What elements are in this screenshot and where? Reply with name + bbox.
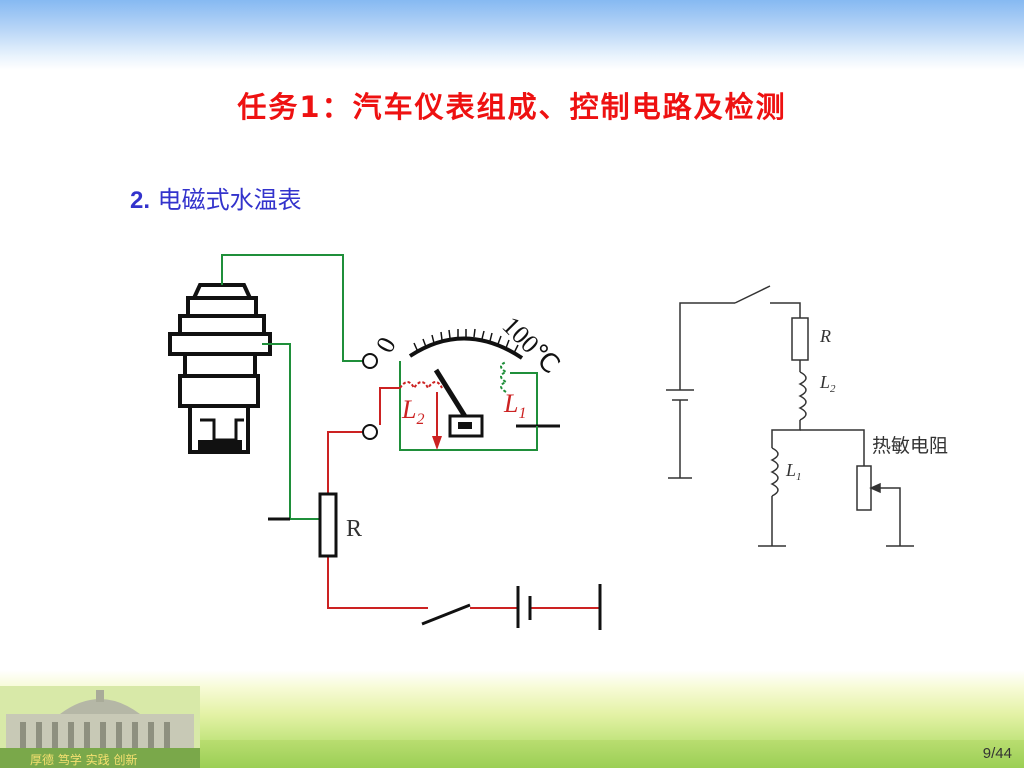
gauge-pointer (433, 368, 469, 420)
schematic-l2-label: L2 (819, 372, 836, 395)
red-wires (327, 387, 600, 609)
terminal-upper (362, 353, 378, 369)
schematic-r-label: R (819, 326, 831, 346)
ignition-switch (421, 603, 471, 626)
coil-l1 (500, 361, 509, 393)
schematic-resistor-r (791, 317, 809, 361)
school-logo-image: 厚德 笃学 实践 创新 (0, 686, 200, 768)
gauge-circuit-diagram: R 0 100℃ L2 L1 (168, 254, 602, 630)
logo-motto: 厚德 笃学 实践 创新 (30, 752, 137, 767)
slide-subtitle: 2. 电磁式水温表 (130, 180, 302, 215)
schematic-thermistor-label: 热敏电阻 (872, 435, 948, 457)
coil-l2 (399, 381, 443, 390)
schematic-thermistor (856, 465, 872, 511)
page-number: 9/44 (982, 745, 1012, 762)
coil-l1-label: L1 (503, 389, 526, 422)
resistor-label: R (346, 516, 362, 542)
schematic-l1-label: L1 (785, 460, 802, 483)
subtitle-number: 2. (130, 187, 151, 214)
terminal-lower (362, 424, 378, 440)
temperature-sensor (168, 283, 272, 454)
schematic-diagram: R L2 L1 热敏电阻 (666, 285, 948, 547)
coil-l2-label: L2 (401, 395, 424, 428)
gauge-dial (408, 328, 524, 360)
subtitle-text: 电磁式水温表 (157, 186, 302, 214)
resistor-r (318, 492, 338, 558)
slide-title: 任务1：汽车仪表组成、控制电路及检测 (237, 90, 787, 124)
scale-min-label: 0 (370, 332, 402, 357)
top-gradient-band (0, 0, 1024, 70)
schematic-switch (734, 285, 771, 304)
schematic-coil-l1 (770, 447, 779, 497)
schematic-coil-l2 (798, 371, 807, 421)
